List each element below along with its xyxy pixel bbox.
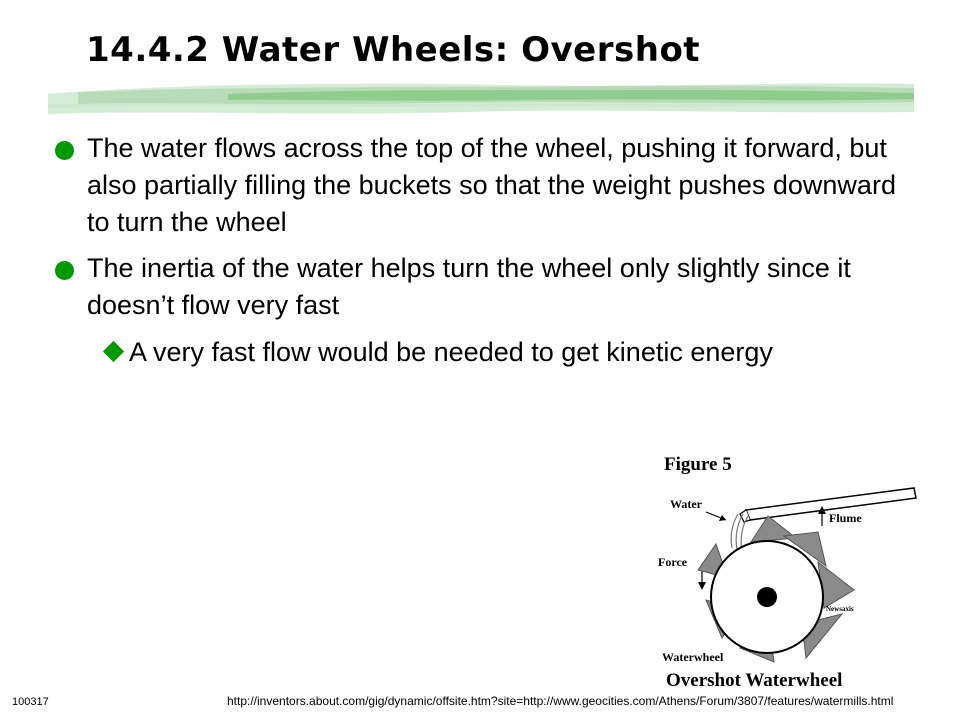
slide-number: 100317 bbox=[12, 696, 49, 708]
bullet-dot-icon bbox=[55, 261, 74, 280]
bullet-dot-icon bbox=[55, 141, 74, 160]
sub-bullet-text: A very fast flow would be needed to get … bbox=[129, 337, 773, 367]
overshot-waterwheel-figure: Figure 5 Water Flume Force bbox=[658, 454, 917, 691]
waterwheel-drawing bbox=[697, 515, 855, 663]
bullet-list: The water flows across the top of the wh… bbox=[55, 130, 905, 371]
diamond-bullet-icon bbox=[102, 340, 125, 363]
bullet-item: The water flows across the top of the wh… bbox=[55, 130, 905, 241]
flume-label: Flume bbox=[829, 511, 862, 525]
figure-heading: Figure 5 bbox=[664, 454, 732, 475]
flume bbox=[739, 487, 917, 523]
waterwheel-label: Waterwheel bbox=[662, 650, 724, 664]
bullet-text: The water flows across the top of the wh… bbox=[87, 133, 896, 237]
source-url: http://inventors.about.com/gig/dynamic/o… bbox=[227, 694, 894, 708]
bullet-text: The inertia of the water helps turn the … bbox=[87, 253, 851, 320]
bullet-item: The inertia of the water helps turn the … bbox=[55, 250, 905, 324]
brush-stroke-underline bbox=[48, 83, 914, 114]
sub-bullet-item: A very fast flow would be needed to get … bbox=[55, 334, 905, 371]
force-label: Force bbox=[658, 555, 688, 569]
figure-caption: Overshot Waterwheel bbox=[666, 670, 842, 691]
newsaxis-label: Newsaxis bbox=[826, 605, 854, 613]
water-label: Water bbox=[670, 497, 703, 511]
slide-title: 14.4.2 Water Wheels: Overshot bbox=[86, 30, 701, 70]
